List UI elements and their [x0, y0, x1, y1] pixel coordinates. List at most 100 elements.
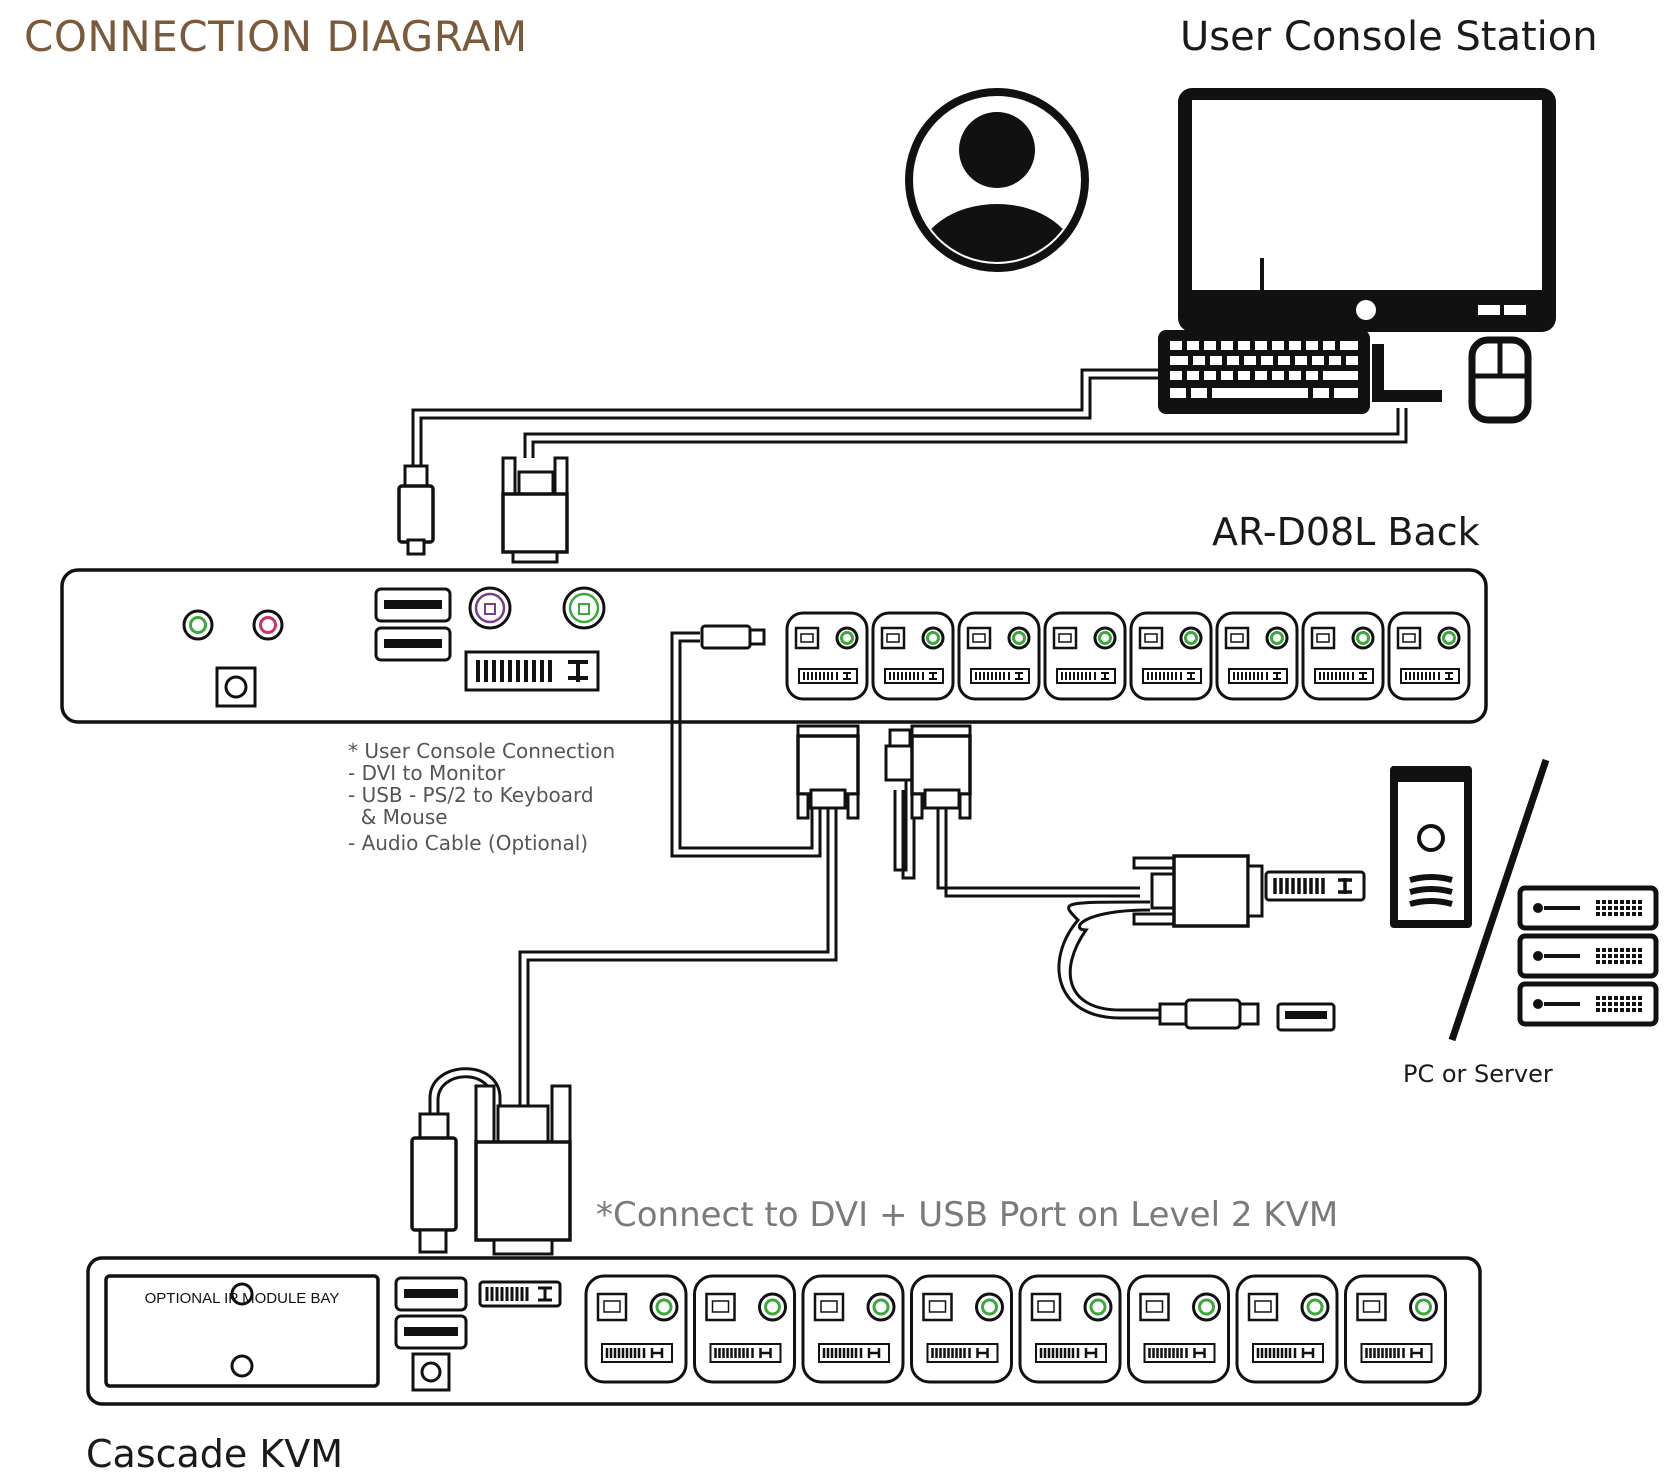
server-vent-dot — [1596, 900, 1600, 904]
server-vent-dot — [1638, 960, 1642, 964]
server-vent-dot — [1608, 948, 1612, 952]
server-vent-dot — [1614, 1008, 1618, 1012]
server-vent-dot — [1596, 948, 1600, 952]
server-vent-dot — [1596, 912, 1600, 916]
cascade-note: *Connect to DVI + USB Port on Level 2 KV… — [596, 1195, 1339, 1235]
main-kvm-unit — [60, 568, 1488, 724]
server-vent-dot — [1614, 912, 1618, 916]
server-vent-dot — [1638, 996, 1642, 1000]
pc-dvi-port — [1264, 870, 1366, 902]
pc-cable-dvi-plug — [1132, 854, 1264, 928]
pc-tower-icon — [1390, 766, 1472, 928]
host-port-module-2 — [871, 611, 955, 701]
diagram-title: CONNECTION DIAGRAM — [24, 12, 528, 61]
server-vent-dot — [1632, 960, 1636, 964]
host-port-module-7 — [1301, 611, 1385, 701]
server-vent-dot — [1638, 954, 1642, 958]
cascade-kvm-unit — [86, 1256, 1482, 1406]
pc-server-label: PC or Server — [1403, 1060, 1553, 1088]
server-vent-dot — [1626, 906, 1630, 910]
user-avatar-icon — [905, 88, 1089, 272]
usb-plug-console — [397, 464, 435, 556]
server-vent-dot — [1632, 912, 1636, 916]
server-vent-dot — [1620, 1008, 1624, 1012]
server-vent-dot — [1596, 996, 1600, 1000]
server-vent-dot — [1638, 906, 1642, 910]
note-line: - DVI to Monitor — [348, 761, 506, 785]
server-vent-dot — [1602, 912, 1606, 916]
server-vent-dot — [1638, 900, 1642, 904]
note-line: & Mouse — [348, 805, 448, 829]
ps2-keyboard-port — [468, 586, 512, 630]
server-vent-dot — [1614, 900, 1618, 904]
server-vent-dot — [1632, 1002, 1636, 1006]
monitor-icon — [1178, 88, 1556, 332]
server-vent-dot — [1596, 906, 1600, 910]
note-line: - USB - PS/2 to Keyboard — [348, 783, 594, 807]
server-vent-dot — [1608, 960, 1612, 964]
server-vent-dot — [1596, 1002, 1600, 1006]
server-vent-dot — [1626, 954, 1630, 958]
cascade-port-module-1 — [584, 1274, 688, 1384]
cascade-port-module-4 — [910, 1274, 1013, 1384]
server-vent-dot — [1596, 954, 1600, 958]
cascade-port-module-3 — [801, 1274, 905, 1384]
server-vent-dot — [1596, 1008, 1600, 1012]
cascade-port-module-6 — [1127, 1274, 1230, 1384]
cascade-port-module-2 — [693, 1274, 796, 1384]
server-vent-dot — [1602, 900, 1606, 904]
server-vent-dot — [1608, 996, 1612, 1000]
user-console-station-label: User Console Station — [1180, 14, 1598, 60]
server-vent-dot — [1626, 1008, 1630, 1012]
mouse-icon — [1468, 336, 1532, 424]
server-vent-dot — [1632, 954, 1636, 958]
server-vent-dot — [1620, 996, 1624, 1000]
host-port-module-5 — [1129, 611, 1213, 701]
usb-plug-cascade — [410, 1112, 458, 1254]
host-port-module-1 — [785, 611, 869, 701]
dvi-plug-console — [501, 456, 569, 564]
server-vent-dot — [1608, 900, 1612, 904]
server-vent-dot — [1602, 948, 1606, 952]
server-vent-dot — [1608, 906, 1612, 910]
note-line: - Audio Cable (Optional) — [348, 831, 589, 855]
server-vent-dot — [1614, 960, 1618, 964]
server-vent-dot — [1632, 996, 1636, 1000]
server-vent-dot — [1632, 900, 1636, 904]
dvi-usb-plug-pc — [884, 724, 972, 820]
server-vent-dot — [1620, 1002, 1624, 1006]
main-unit-label: AR-D08L Back — [1212, 510, 1480, 554]
server-vent-dot — [1614, 996, 1618, 1000]
server-vent-dot — [1626, 1002, 1630, 1006]
server-vent-dot — [1614, 1002, 1618, 1006]
server-vent-dot — [1626, 996, 1630, 1000]
server-vent-dot — [1626, 912, 1630, 916]
pc-cable-usb-plug — [1158, 998, 1260, 1030]
cascade-unit-label: Cascade KVM — [86, 1432, 344, 1476]
server-vent-dot — [1632, 1008, 1636, 1012]
note-line: * User Console Connection — [348, 739, 616, 763]
server-vent-dot — [1608, 1008, 1612, 1012]
server-vent-dot — [1596, 960, 1600, 964]
cascade-port-module-8 — [1344, 1274, 1447, 1384]
server-vent-dot — [1632, 948, 1636, 952]
server-vent-dot — [1602, 1008, 1606, 1012]
server-vent-dot — [1602, 996, 1606, 1000]
dvi-plug-cascade-top — [796, 724, 860, 820]
cascade-port-module-7 — [1235, 1274, 1339, 1384]
server-vent-dot — [1632, 906, 1636, 910]
server-vent-dot — [1638, 1002, 1642, 1006]
host-port-module-3 — [957, 611, 1041, 701]
server-vent-dot — [1614, 948, 1618, 952]
keyboard-icon — [1158, 330, 1370, 414]
server-vent-dot — [1608, 954, 1612, 958]
server-vent-dot — [1602, 906, 1606, 910]
server-vent-dot — [1614, 954, 1618, 958]
server-vent-dot — [1608, 912, 1612, 916]
server-vent-dot — [1608, 1002, 1612, 1006]
server-vent-dot — [1620, 954, 1624, 958]
host-port-module-4 — [1043, 611, 1127, 701]
server-vent-dot — [1626, 948, 1630, 952]
pc-usb-port — [1276, 1002, 1336, 1032]
